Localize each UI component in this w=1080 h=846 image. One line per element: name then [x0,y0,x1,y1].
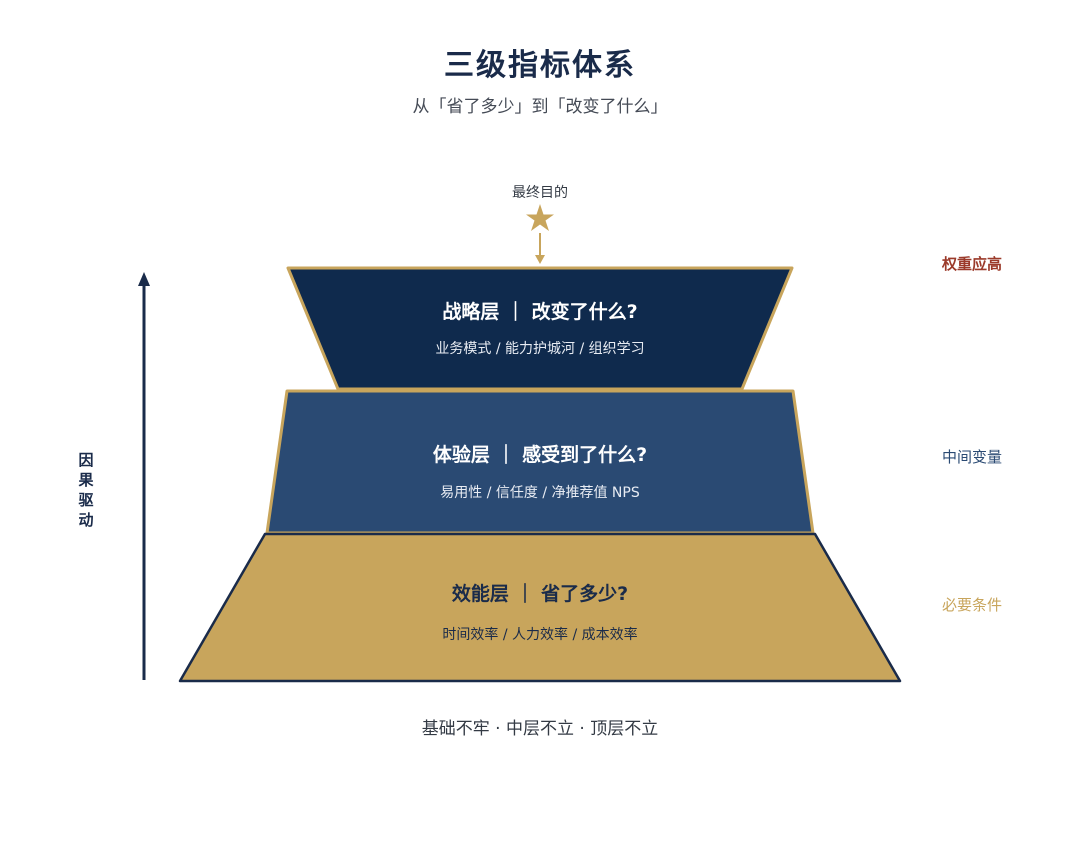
layer-efficiency-shape [178,532,902,683]
layer-strategy-metrics: 业务模式 / 能力护城河 / 组织学习 [435,341,645,357]
axis-label: 因果驱动 [78,451,94,529]
side-label-experience: 中间变量 [941,448,1002,466]
layer-experience-title: 体验层 ｜ 感受到了什么? [432,444,648,466]
layer-efficiency-metrics: 时间效率 / 人力效率 / 成本效率 [442,627,638,643]
axis-arrow-head [138,272,150,286]
footer-text: 基础不牢 · 中层不立 · 顶层不立 [421,719,659,739]
layer-experience-metrics: 易用性 / 信任度 / 净推荐值 NPS [440,485,640,501]
star-icon [526,204,554,231]
side-label-efficiency: 必要条件 [941,596,1002,614]
page-title: 三级指标体系 [444,48,636,83]
layer-strategy-title: 战略层 ｜ 改变了什么? [442,301,638,323]
goal-label: 最终目的 [512,185,568,201]
goal-arrow-head [535,255,545,264]
side-label-strategy: 权重应高 [941,255,1002,273]
page-subtitle: 从「省了多少」到「改变了什么」 [412,97,668,117]
layer-efficiency-title: 效能层 ｜ 省了多少? [451,583,629,605]
layer-strategy-shape [286,266,794,391]
